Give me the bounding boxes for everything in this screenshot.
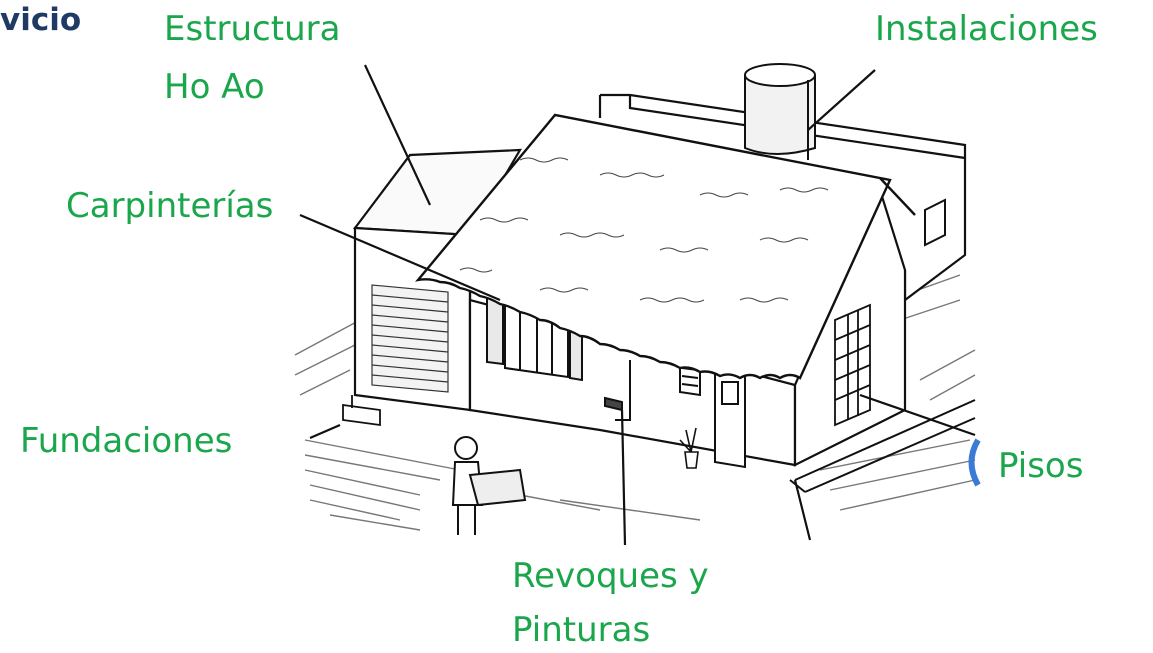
roller-shutter <box>371 284 449 393</box>
water-tank <box>744 63 816 160</box>
side-window <box>924 198 946 247</box>
wall-pipe <box>604 360 631 421</box>
partial-slide-title: vicio <box>0 2 82 38</box>
label-pisos: Pisos <box>998 446 1084 486</box>
label-carpinterias: Carpinterías <box>66 186 274 226</box>
label-revoques-line2: Pinturas <box>512 610 651 650</box>
roof-tiles <box>459 157 829 303</box>
foundation-post <box>342 395 381 427</box>
label-estructura-line1: Estructura <box>164 9 341 49</box>
leader-revoques-2 <box>793 479 812 541</box>
leader-instalaciones <box>807 69 876 131</box>
pergola <box>834 303 871 427</box>
leader-fundaciones <box>309 423 341 440</box>
label-revoques-line1: Revoques y <box>512 556 709 596</box>
leader-pisos <box>859 393 976 437</box>
leader-estructura <box>364 64 431 206</box>
roof <box>415 113 916 380</box>
potted-plant <box>679 427 699 469</box>
leader-carpinterias <box>299 213 501 302</box>
label-fundaciones: Fundaciones <box>20 421 233 461</box>
ground-lines <box>294 274 976 531</box>
label-instalaciones: Instalaciones <box>875 9 1098 49</box>
label-estructura-line2: Ho Ao <box>164 67 265 107</box>
worker-figure <box>451 436 527 535</box>
leader-revoques <box>620 409 627 546</box>
leader-lines <box>299 64 976 546</box>
blue-marker <box>968 438 981 487</box>
